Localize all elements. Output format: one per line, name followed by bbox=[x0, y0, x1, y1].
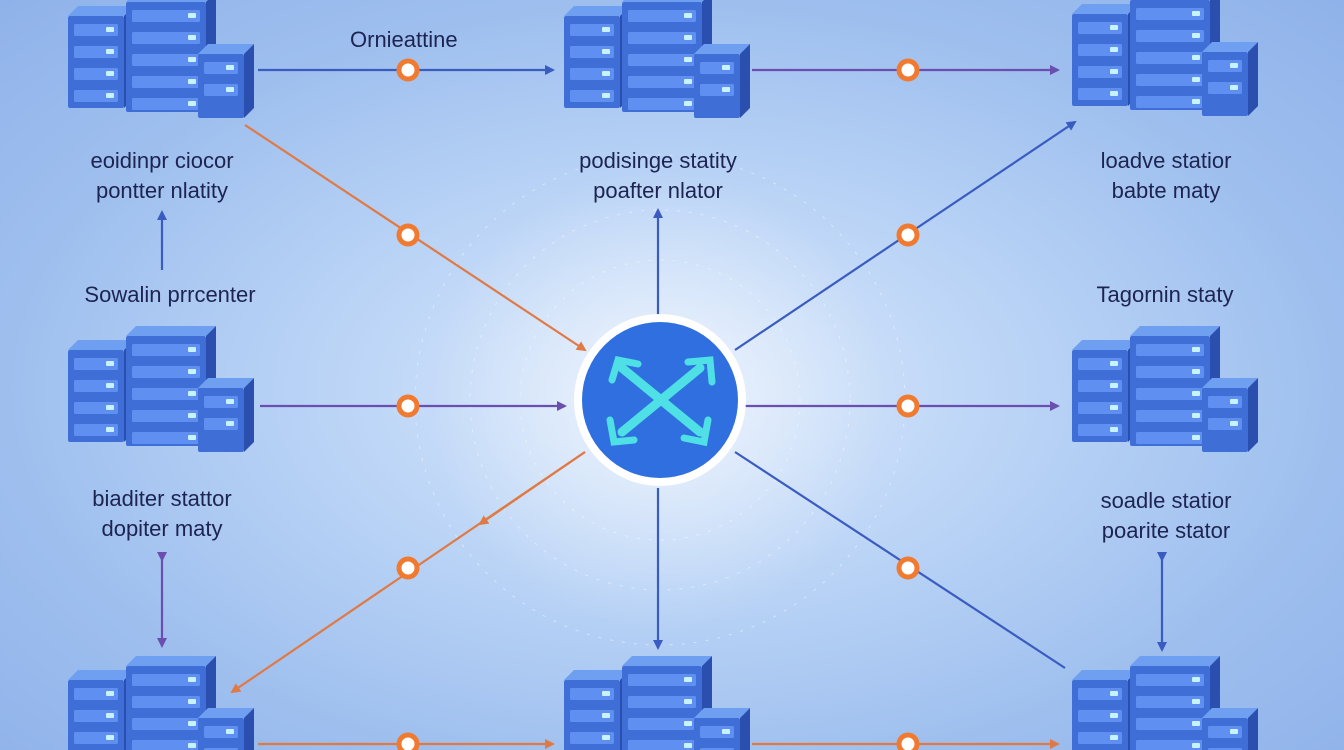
server-rack-icon-mid-right[interactable] bbox=[1072, 326, 1258, 452]
server-rack-icon-top-left[interactable] bbox=[68, 0, 254, 118]
junction-dot bbox=[396, 223, 420, 247]
junction-dot bbox=[396, 732, 420, 750]
server-rack-icon-bottom-center[interactable] bbox=[564, 656, 750, 750]
server-rack-icon-top-right[interactable] bbox=[1072, 0, 1258, 116]
server-rack-icon-bottom-right[interactable] bbox=[1072, 656, 1258, 750]
junction-dot bbox=[896, 223, 920, 247]
top-center-caption: Ornieattine bbox=[350, 27, 458, 52]
junction-dot bbox=[396, 58, 420, 82]
servers bbox=[68, 0, 1258, 750]
junction-dot bbox=[896, 58, 920, 82]
junction-dot bbox=[396, 556, 420, 580]
junction-dot bbox=[896, 732, 920, 750]
junction-dot bbox=[396, 394, 420, 418]
server-rack-icon-top-center[interactable] bbox=[564, 0, 750, 118]
hub-node[interactable] bbox=[574, 314, 746, 486]
junction-dots bbox=[396, 58, 920, 750]
server-rack-icon-mid-left[interactable] bbox=[68, 326, 254, 452]
server-rack-icon-bottom-left[interactable] bbox=[68, 656, 254, 750]
label-mid-left: Sowalin prrcenter bbox=[84, 282, 256, 307]
junction-dot bbox=[896, 394, 920, 418]
edge-into-hub-lower-left bbox=[478, 451, 586, 526]
crossed-arrows-hub-icon bbox=[606, 355, 716, 447]
junction-dot bbox=[896, 556, 920, 580]
label-mid-right: Tagornin staty bbox=[1096, 282, 1234, 307]
